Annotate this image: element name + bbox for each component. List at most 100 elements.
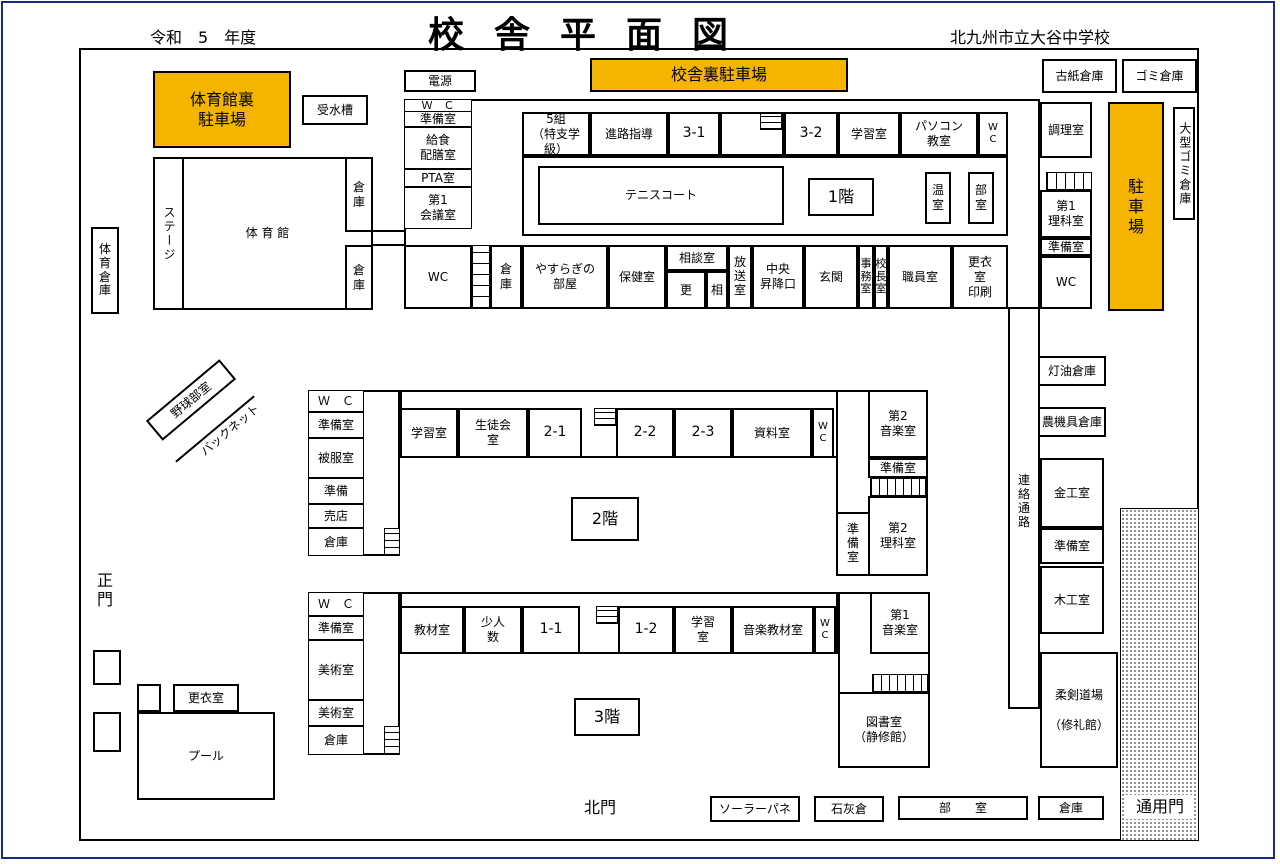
farm-equipment-storage: 農機具倉庫 (1038, 407, 1106, 437)
sewing-room: 被服室 (308, 438, 364, 478)
pc-room: パソコン 教室 (900, 112, 978, 156)
music-room-1: 第1 音楽室 (870, 592, 930, 654)
room-1-2: 1-2 (618, 606, 674, 654)
floor2-wc: Ｗ Ｃ (308, 390, 364, 412)
courtyard-1f (522, 156, 1008, 236)
pool-shed (137, 684, 161, 712)
north-prep-room: 準備室 (404, 111, 472, 127)
consult-small: 相 (706, 271, 728, 309)
floor2-study-room: 学習室 (400, 408, 458, 458)
floor2-stairs-east (870, 478, 926, 496)
storage-south: 倉 庫 (490, 245, 522, 309)
stairs-east (1046, 172, 1092, 190)
power-room: 電源 (404, 70, 476, 92)
office-room: 事 務 室 (858, 245, 874, 309)
music-room-2: 第2 音楽室 (868, 390, 928, 458)
martial-arts-hall: 柔剣道場 （修礼館） (1040, 652, 1118, 768)
science-room-2: 第2 理科室 (868, 496, 928, 576)
room-1-1: 1-1 (522, 606, 580, 654)
central-entrance: 中央 昇降口 (752, 245, 804, 309)
north-wc-south: WC (404, 245, 472, 309)
corridor-line-east (1038, 309, 1040, 709)
teaching-materials-room: 教材室 (400, 606, 464, 654)
floor3-stairs-center (596, 606, 618, 624)
pta-room: PTA室 (404, 169, 472, 187)
floor2-prep: 準備 (308, 478, 364, 504)
year-label: 令和 5 年度 (150, 28, 257, 47)
floor2-prep-room: 準備室 (308, 412, 364, 438)
room-2-1: 2-1 (528, 408, 582, 458)
student-council-room: 生徒会 室 (458, 408, 528, 458)
room-3-1: 3-1 (668, 112, 720, 156)
gym-stage: ステージ (153, 157, 184, 310)
floor3-wc-small: W C (814, 606, 836, 654)
small-group-room: 少人 数 (464, 606, 522, 654)
floor2-stairs-west (384, 528, 400, 556)
east-parking: 駐 車 場 (1108, 102, 1164, 311)
science-room-1: 第1 理科室 (1040, 190, 1092, 238)
solar-panel: ソーラーパネ (710, 796, 800, 822)
music-materials-room: 音楽教材室 (732, 606, 814, 654)
school-shop: 売店 (308, 504, 364, 528)
materials-room: 資料室 (732, 408, 812, 458)
floor2-wc-small: W C (812, 408, 834, 458)
gym-connector-top (373, 230, 405, 232)
old-paper-storage: 古紙倉庫 (1042, 59, 1117, 93)
staff-room: 職員室 (888, 245, 952, 309)
front-entrance: 玄関 (804, 245, 858, 309)
gym-back-parking: 体育館裏 駐車場 (153, 71, 291, 148)
water-tank: 受水槽 (302, 95, 368, 125)
art-room: 美術室 (308, 640, 364, 700)
school-name: 北九州市立大谷中学校 (950, 28, 1111, 47)
metalwork-room: 金工室 (1040, 458, 1104, 528)
principal-room: 校 長 室 (874, 245, 888, 309)
gate-post-2 (93, 712, 121, 752)
art-room-2: 美術室 (308, 700, 364, 726)
cooking-room: 調理室 (1040, 102, 1092, 158)
guidance-room: 進路指導 (590, 112, 668, 156)
gym-storage-1: 倉 庫 (345, 157, 373, 232)
south-storage: 倉庫 (1038, 796, 1104, 820)
garbage-storage: ゴミ倉庫 (1122, 59, 1197, 93)
swimming-pool: プール (137, 712, 275, 800)
lunch-room: 給食 配膳室 (404, 127, 472, 169)
music-prep-2: 準備室 (868, 458, 928, 478)
stairs-north (760, 113, 782, 130)
changing-small: 更 (666, 271, 706, 309)
school-back-parking: 校舎裏駐車場 (590, 58, 848, 92)
gym-storage-2: 倉 庫 (345, 245, 373, 310)
broadcast-room: 放 送 室 (728, 245, 752, 309)
club-room-north: 部 室 (968, 172, 994, 224)
floor-1-label: 1階 (808, 178, 874, 216)
kerosene-storage: 灯油倉庫 (1038, 356, 1106, 386)
science-prep-1: 準備室 (1040, 238, 1092, 256)
tennis-court: テニスコート (538, 166, 784, 225)
floor3-study-room: 学習 室 (674, 606, 732, 654)
floor3-storage: 倉庫 (308, 726, 364, 755)
woodwork-room: 木工室 (1040, 566, 1104, 634)
gym-connector-bottom (373, 244, 405, 246)
main-gate: 正 門 (96, 570, 113, 609)
floor3-wc: Ｗ Ｃ (308, 592, 364, 616)
large-garbage-storage: 大型ゴミ倉庫 (1173, 107, 1195, 220)
changing-print-room: 更衣 室 印刷 (952, 245, 1008, 309)
workshop-prep-room: 準備室 (1040, 528, 1104, 564)
library: 図書室 （静修館） (838, 692, 930, 768)
class5-room: 5組 （特支学級） (522, 112, 590, 156)
pool-changing-room: 更衣室 (173, 684, 239, 712)
east-wc: WC (1040, 256, 1092, 309)
floor2-stairs-center (594, 408, 616, 426)
gym-hall: 体 育 館 (245, 225, 290, 240)
corridor-line-bottom (1008, 707, 1040, 709)
south-club-room: 部 室 (898, 796, 1028, 820)
floor3-prep-room: 準備室 (308, 616, 364, 640)
floor-2-label: 2階 (571, 497, 639, 541)
room-2-3: 2-3 (674, 408, 732, 458)
campus-boundary (79, 48, 1199, 841)
service-gate: 通用門 (1126, 795, 1194, 819)
room-2-2: 2-2 (616, 408, 674, 458)
floor2-storage: 倉庫 (308, 528, 364, 556)
floor3-stairs-east (872, 674, 928, 692)
floor3-stairs-west (384, 726, 400, 755)
